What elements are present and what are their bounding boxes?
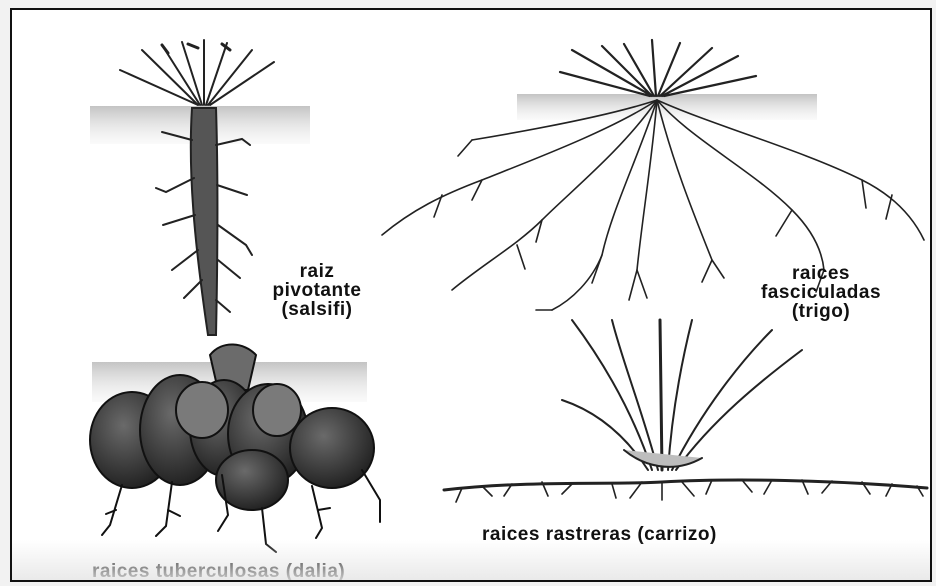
- taproot-label-line-2: pivotante: [242, 281, 392, 300]
- diagram-frame: raiz pivotante (salsifi) raices fascicul…: [10, 8, 932, 582]
- fibrous-root-label-line-2: fasciculadas: [716, 283, 926, 302]
- creeping-root-label-text: raices rastreras (carrizo): [482, 525, 912, 544]
- tuberous-root-label-text: raices tuberculosas (dalia): [92, 562, 552, 581]
- tuberous-root-illustration: [90, 344, 380, 552]
- fibrous-root-label: raices fasciculadas (trigo): [716, 264, 926, 321]
- tuberous-root-label: raices tuberculosas (dalia): [92, 562, 552, 581]
- creeping-root-illustration: [444, 320, 927, 502]
- fibrous-soil: [517, 94, 817, 120]
- fibrous-root-label-line-1: raices: [716, 264, 926, 283]
- creeping-root-label: raices rastreras (carrizo): [482, 525, 912, 544]
- taproot-label-line-1: raiz: [242, 262, 392, 281]
- taproot-label-line-3: (salsifi): [242, 300, 392, 319]
- fibrous-root-label-line-3: (trigo): [716, 302, 926, 321]
- taproot-label: raiz pivotante (salsifi): [242, 262, 392, 319]
